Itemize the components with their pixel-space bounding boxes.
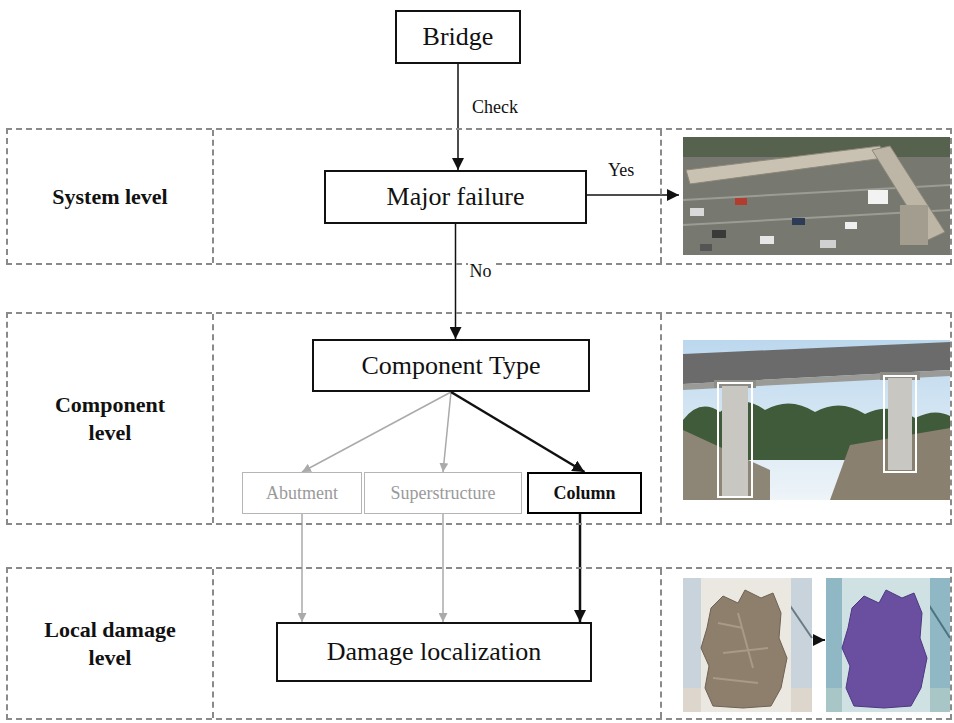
- flow-arrow: [451, 392, 585, 472]
- level-band: Local damage level Damage localization: [6, 567, 952, 720]
- flow-arrow: [443, 392, 451, 472]
- result-arrow: [813, 639, 825, 641]
- node-text: Damage localization: [327, 637, 541, 667]
- edge-label-text: Check: [470, 97, 520, 117]
- node-text: Component level: [8, 391, 212, 446]
- yes-arrow: [587, 194, 679, 196]
- node-text: Superstructure: [391, 483, 496, 504]
- node-text: Component Type: [362, 351, 541, 381]
- cell-divider: [212, 569, 214, 718]
- edge-label-text: No: [468, 261, 494, 281]
- flow-arrow: [457, 64, 459, 170]
- node-text: Local damage level: [8, 616, 212, 671]
- edge-label: Check: [470, 97, 520, 118]
- node-text: Bridge: [423, 22, 494, 52]
- selected-option-box: Column: [527, 472, 642, 514]
- decision-box: Major failure: [324, 170, 587, 224]
- cell-divider: [660, 314, 662, 523]
- flow-arrow: [455, 224, 457, 339]
- cell-divider: [212, 130, 214, 263]
- option-box: Superstructure: [364, 472, 522, 514]
- node-text: Column: [553, 483, 615, 504]
- branch-label-text: Yes: [606, 160, 636, 180]
- cell-divider: [660, 130, 662, 263]
- start-box: Bridge: [395, 10, 521, 64]
- node-text: Major failure: [387, 182, 525, 212]
- bridge-photo: [683, 340, 950, 500]
- cell-divider: [660, 569, 662, 718]
- node-text: System level: [8, 183, 212, 211]
- cell-divider: [212, 314, 214, 523]
- level-band: Component level Component TypeAbutment Sup…: [6, 312, 952, 525]
- process-box: Component Type: [312, 339, 590, 392]
- level-band: System level Major failure: [6, 128, 952, 265]
- branch-label: Yes: [606, 160, 636, 181]
- edge-label: No: [468, 261, 494, 282]
- flow-arrow: [302, 392, 451, 472]
- option-box: Abutment: [242, 472, 362, 514]
- damage-photo: [683, 578, 812, 712]
- node-text: Abutment: [266, 483, 338, 504]
- process-box: Damage localization: [276, 622, 592, 682]
- collapse-photo: [683, 137, 950, 255]
- segmentation-photo: [826, 578, 950, 712]
